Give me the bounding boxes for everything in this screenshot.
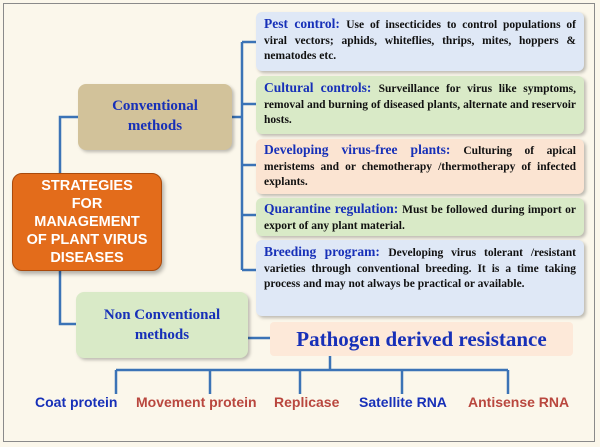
conventional-line-2: methods [127,118,183,134]
pathogen-derived-resistance-box: Pathogen derived resistance [270,322,573,356]
non-conventional-methods-box: Non Conventional methods [76,292,248,358]
breeding-program-box: Breeding program: Developing virus toler… [256,240,584,316]
quarantine-heading: Quarantine regulation: [264,201,403,216]
central-title-line-2: FOR [71,196,103,212]
leaf-movement-protein: Movement protein [136,394,257,410]
non-conventional-line-2: methods [134,327,190,343]
conventional-methods-box: Conventional methods [78,84,232,150]
leaf-antisense-rna: Antisense RNA [468,394,570,410]
leaf-replicase: Replicase [274,394,340,410]
cultural-controls-box: Cultural controls: Surveillance for viru… [256,76,584,134]
virus-free-plants-heading: Developing virus-free plants: [264,142,464,157]
leaf-coat-protein: Coat protein [35,394,118,410]
pest-control-heading: Pest control: [264,16,347,31]
cultural-controls-text: Surveillance for virus like symptoms, re… [264,83,577,126]
connector-center-conventional [58,115,78,173]
breeding-program-text: Developing virus tolerant /resistant var… [264,247,576,290]
quarantine-text: Must be followed during import or export… [264,204,576,232]
non-conventional-line-1: Non Conventional [103,307,221,323]
pest-control-box: Pest control: Use of insecticides to con… [256,12,584,71]
leaf-satellite-rna: Satellite RNA [359,394,447,410]
central-title-line-1: STRATEGIES [41,178,133,194]
breeding-program-heading: Breeding program: [264,244,389,259]
central-title-line-4: OF PLANT VIRUS [26,232,148,248]
virus-free-plants-text: Culturing of apical meristems and or che… [264,145,576,188]
central-title-line-5: DISEASES [50,250,124,266]
diagram-frame [3,3,595,442]
pest-control-text: Use of insecticides to control populatio… [264,19,576,62]
conventional-line-1: Conventional [112,98,198,114]
cultural-controls-heading: Cultural controls: [264,80,379,95]
connector-center-nonconventional [58,271,76,326]
central-title-line-3: MANAGEMENT [34,214,140,230]
quarantine-box: Quarantine regulation: Must be followed … [256,198,584,236]
central-title-box: STRATEGIES FOR MANAGEMENT OF PLANT VIRUS… [12,173,162,271]
virus-free-plants-box: Developing virus-free plants: Culturing … [256,139,584,194]
